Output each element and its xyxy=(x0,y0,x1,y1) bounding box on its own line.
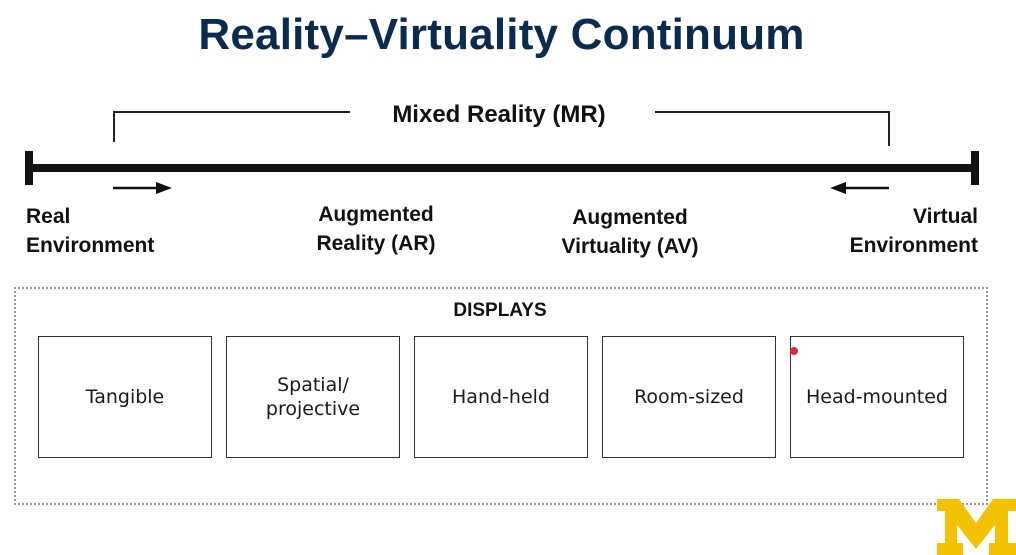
augmented-virtuality-label: Augmented Virtuality (AV) xyxy=(561,206,699,258)
displays-title: DISPLAYS xyxy=(453,300,547,321)
virtual-environment-label: Virtual Environment xyxy=(849,205,978,257)
arrow-right-icon xyxy=(113,182,172,194)
display-box-tangible: Tangible xyxy=(38,336,212,458)
display-box-room-sized: Room-sized xyxy=(602,336,776,458)
display-box-hand-held: Hand-held xyxy=(414,336,588,458)
displays-frame xyxy=(14,287,988,505)
display-box-spatial-projective: Spatial/ projective xyxy=(226,336,400,458)
continuum-line xyxy=(25,151,979,185)
real-environment-label: Real Environment xyxy=(26,205,155,257)
mixed-reality-bracket xyxy=(113,111,890,146)
university-of-michigan-logo xyxy=(937,499,1016,555)
page-title: Reality–Virtuality Continuum xyxy=(198,10,805,59)
mixed-reality-label: Mixed Reality (MR) xyxy=(364,101,634,129)
arrow-left-icon xyxy=(830,182,889,194)
pointer-dot xyxy=(790,347,798,355)
display-box-head-mounted: Head-mounted xyxy=(790,336,964,458)
augmented-reality-label: Augmented Reality (AR) xyxy=(316,203,436,255)
block-m-shape xyxy=(937,499,1016,555)
